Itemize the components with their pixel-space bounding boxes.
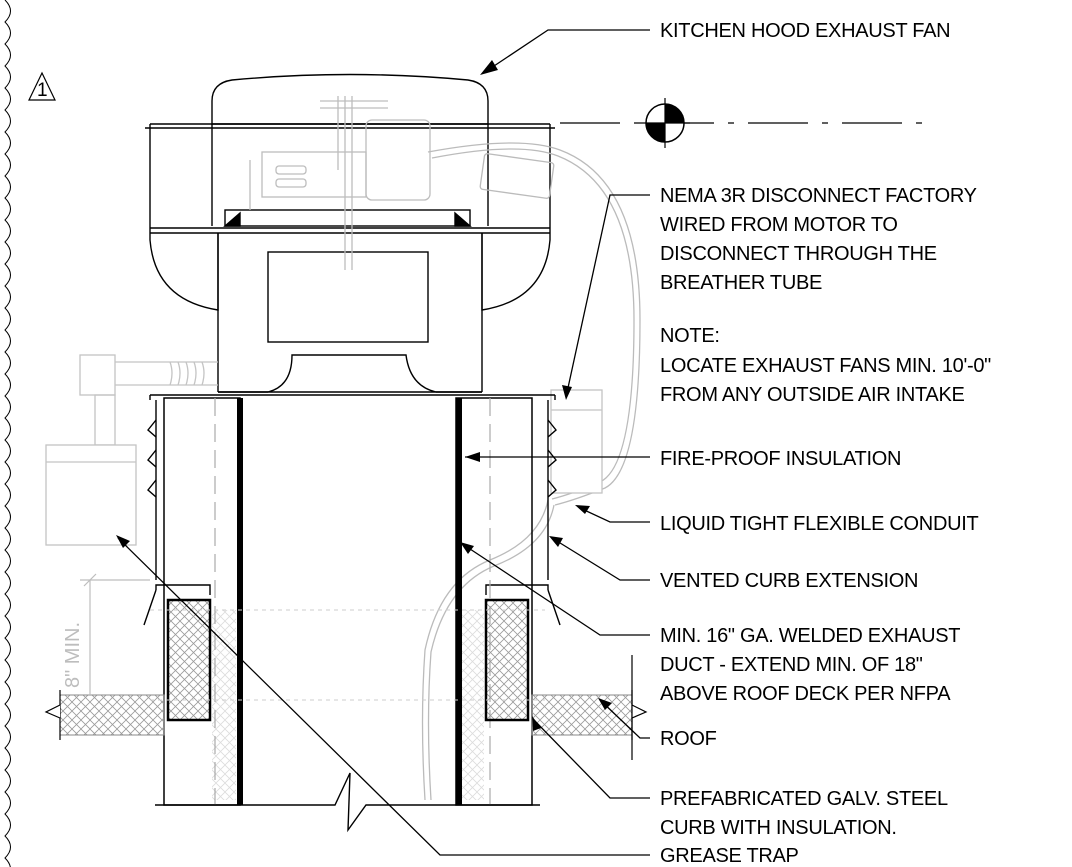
roof-deck — [44, 655, 648, 760]
callout-conduit: LIQUID TIGHT FLEXIBLE CONDUIT — [660, 513, 978, 535]
callout-grease-trap: GREASE TRAP — [660, 845, 799, 867]
fan-centerline — [560, 98, 930, 148]
exhaust-fan — [145, 73, 555, 393]
vented-curb-extension — [143, 394, 561, 626]
callout-note: NOTE: LOCATE EXHAUST FANS MIN. 10'-0" FR… — [660, 325, 996, 406]
callout-curb: PREFABRICATED GALV. STEEL CURB WITH INSU… — [660, 788, 952, 839]
revision-number: 1 — [37, 80, 48, 101]
nema-3r-disconnect — [550, 389, 603, 494]
callout-disconnect: NEMA 3R DISCONNECT FACTORY WIRED FROM MO… — [660, 185, 982, 294]
callouts: KITCHEN HOOD EXHAUST FAN NEMA 3R DISCONN… — [660, 20, 996, 867]
grease-trap-assembly — [45, 354, 218, 546]
fan-dome — [211, 73, 489, 125]
callout-fan: KITCHEN HOOD EXHAUST FAN — [660, 20, 950, 42]
min-height-dimension: 8" MIN. — [62, 573, 150, 695]
fan-shroud — [149, 128, 551, 311]
revision-cloud — [4, 0, 11, 867]
callout-duct: MIN. 16" GA. WELDED EXHAUST DUCT - EXTEN… — [660, 625, 965, 705]
fan-motor — [249, 96, 431, 270]
fan-inlet — [217, 233, 483, 393]
callout-insulation: FIRE-PROOF INSULATION — [660, 448, 901, 470]
callout-roof: ROOF — [660, 728, 717, 750]
callout-curb-extension: VENTED CURB EXTENSION — [660, 570, 918, 592]
leader-lines — [116, 29, 650, 856]
dimension-label: 8" MIN. — [62, 622, 84, 688]
breather-tube — [479, 153, 555, 199]
curb-insulation — [150, 598, 545, 800]
revision-delta: 1 — [28, 71, 56, 101]
base-break-line — [155, 772, 540, 833]
